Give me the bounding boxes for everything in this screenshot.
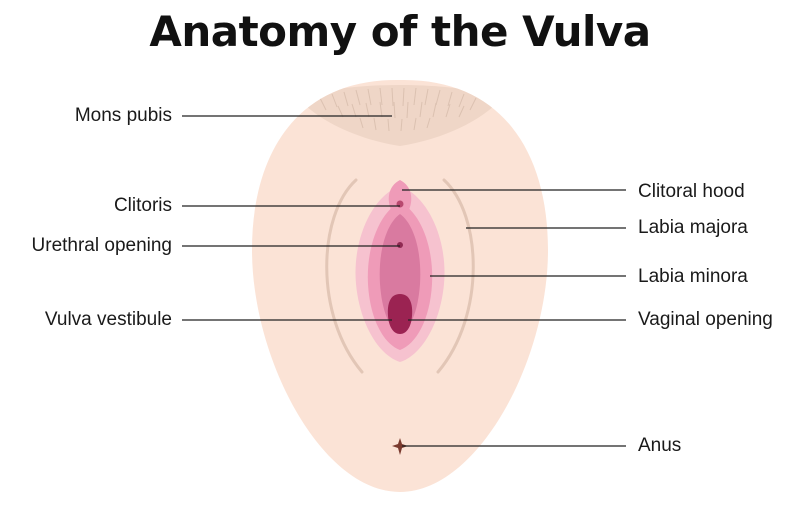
label-vaginal-opening: Vaginal opening [638, 309, 773, 330]
page-title: Anatomy of the Vulva [149, 7, 651, 56]
labia-majora-fold-left [325, 178, 364, 374]
label-vulva-vestibule: Vulva vestibule [44, 309, 172, 330]
label-mons-pubis: Mons pubis [74, 105, 172, 126]
label-clitoral-hood: Clitoral hood [638, 181, 745, 202]
label-labia-majora: Labia majora [638, 217, 748, 238]
label-urethral-opening: Urethral opening [31, 235, 172, 256]
urethral-opening-shape [397, 242, 403, 248]
clitoral-hood-shape [388, 180, 412, 212]
label-anus: Anus [638, 435, 682, 456]
mons-pubis-hair [300, 85, 500, 146]
leader-lines [182, 115, 626, 447]
labia-majora-fold-right [436, 178, 475, 374]
anus-shape [392, 438, 408, 455]
label-labia-minora: Labia minora [638, 266, 748, 287]
vaginal-opening-shape [387, 294, 413, 334]
label-clitoris: Clitoris [113, 195, 172, 216]
